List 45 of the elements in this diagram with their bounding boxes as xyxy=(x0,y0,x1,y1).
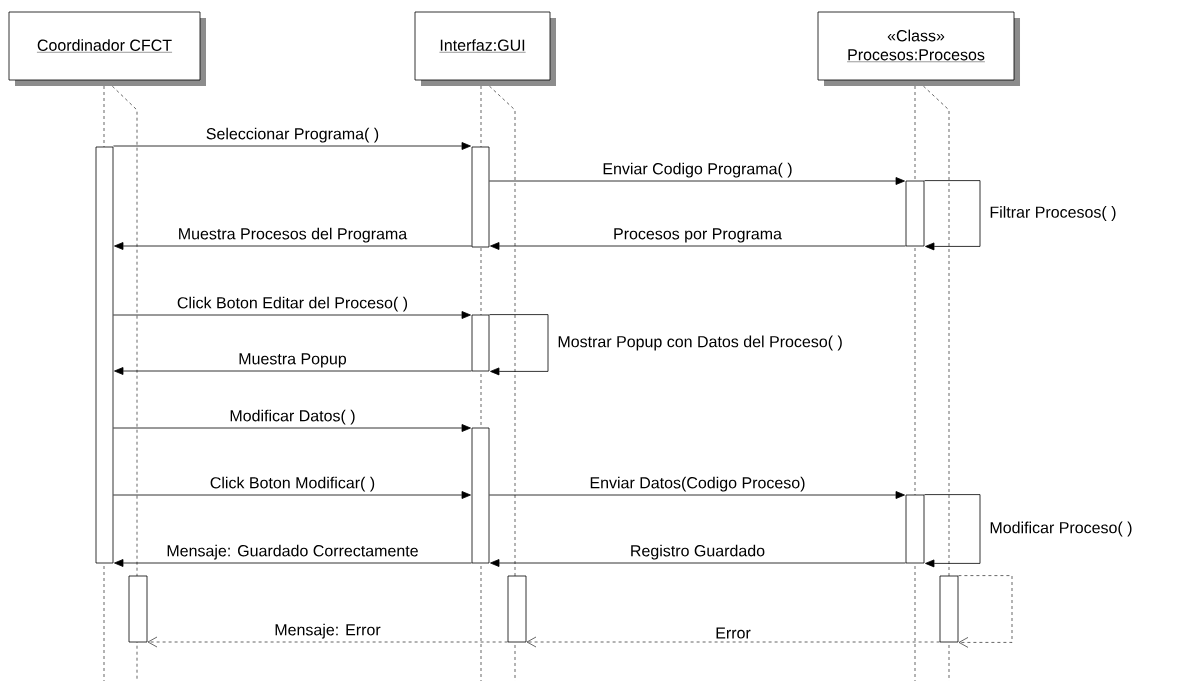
message-label: Muestra Procesos del Programa xyxy=(176,226,409,244)
message-label: Registro Guardado xyxy=(628,543,767,561)
message-arrow xyxy=(490,242,906,250)
activation-bar xyxy=(507,575,527,643)
activation-bar xyxy=(939,575,959,643)
message-arrow xyxy=(113,142,471,150)
self-message-arrow xyxy=(958,575,1013,648)
message-label: Modificar Proceso( ) xyxy=(988,520,1134,538)
message-arrow xyxy=(114,559,472,567)
activation-bar xyxy=(905,180,925,247)
message-label: Enviar Datos(Codigo Proceso) xyxy=(588,475,807,493)
message-label: Error xyxy=(714,626,752,640)
message-label: Procesos por Programa xyxy=(612,227,783,244)
message-label: Mensaje: Error xyxy=(273,622,382,640)
object-box: Interfaz:GUI xyxy=(414,11,556,86)
message-arrow xyxy=(489,177,905,185)
message-label: Seleccionar Programa( ) xyxy=(204,126,381,144)
activation-bar xyxy=(471,427,490,564)
message-label: Mensaje: Guardado Correctamente xyxy=(165,543,420,561)
message-label: Modificar Datos( ) xyxy=(228,408,357,426)
activation-bar xyxy=(905,494,925,564)
message-label: Click Boton Editar del Proceso( ) xyxy=(175,295,410,313)
message-arrow xyxy=(114,242,472,250)
message-arrow xyxy=(490,559,906,567)
message-arrow xyxy=(113,424,471,432)
activation-bar xyxy=(128,575,148,643)
message-label: Filtrar Procesos( ) xyxy=(988,205,1118,222)
object-box: Coordinador CFCT xyxy=(8,11,206,86)
self-message-arrow xyxy=(924,180,981,251)
message-label: Mostrar Popup con Datos del Proceso( ) xyxy=(556,334,844,352)
message-arrow xyxy=(113,491,471,499)
message-arrow xyxy=(526,636,940,648)
message-label: Enviar Codigo Programa( ) xyxy=(601,161,794,179)
message-arrow xyxy=(113,311,471,319)
activation-bar xyxy=(471,314,490,372)
self-message-arrow xyxy=(489,314,549,376)
message-arrow xyxy=(147,636,508,648)
message-label: Muestra Popup xyxy=(237,352,348,369)
object-box: «Class» Procesos:Procesos xyxy=(817,11,1020,86)
self-message-arrow xyxy=(924,494,981,568)
message-arrow xyxy=(489,491,905,499)
activation-bar xyxy=(471,146,490,248)
activation-bar xyxy=(95,146,114,564)
message-arrow xyxy=(114,367,472,375)
message-label: Click Boton Modificar( ) xyxy=(208,475,377,493)
